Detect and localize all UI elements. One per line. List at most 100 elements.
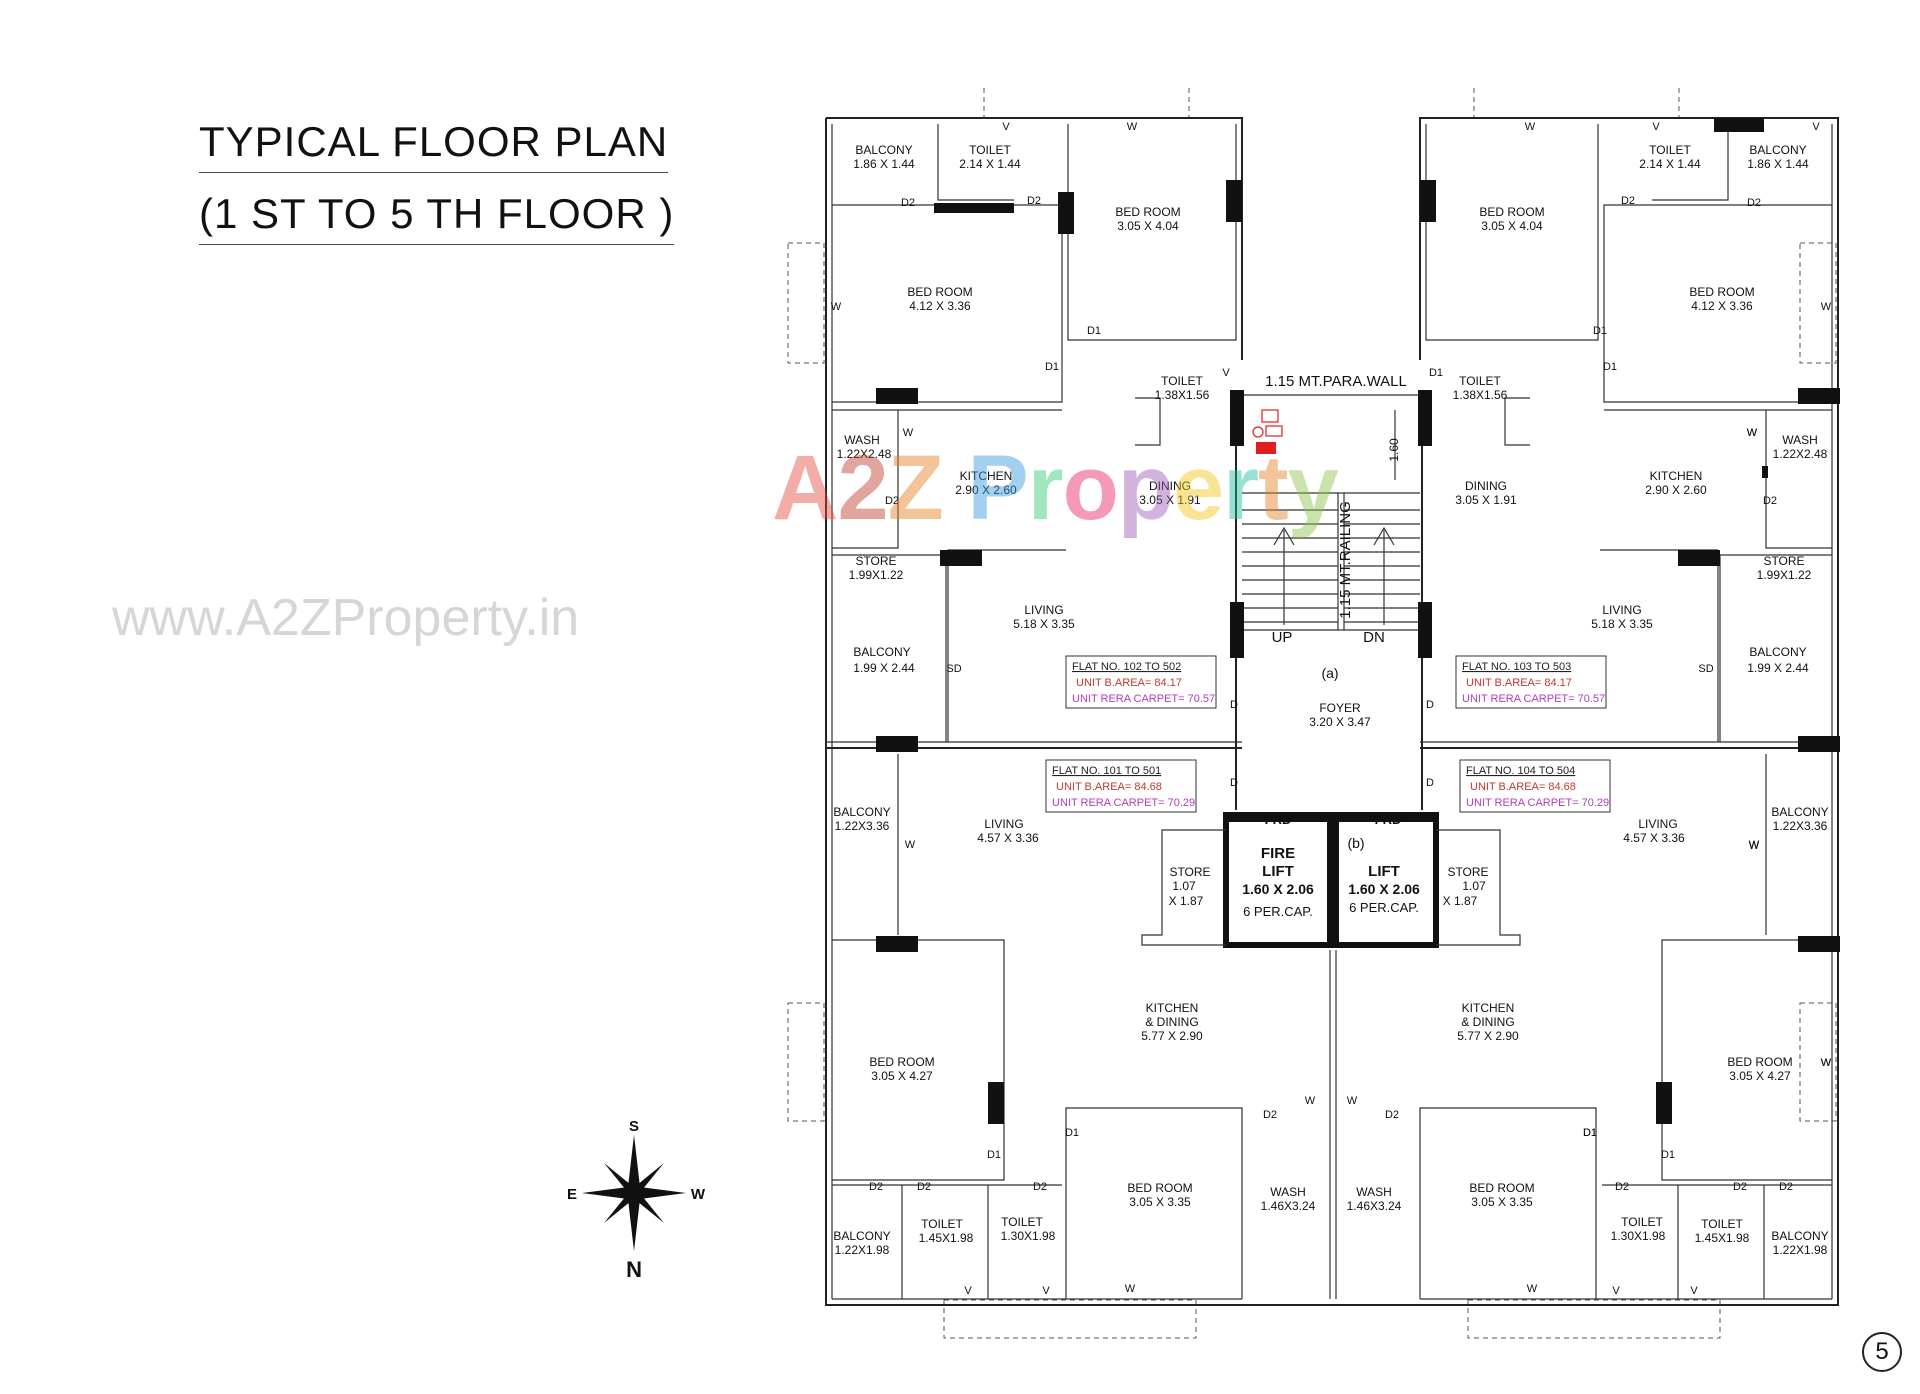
room-size: 1.99 X 2.44 <box>1747 661 1809 675</box>
marker-b-label: (b) <box>1347 835 1364 851</box>
door-label: W <box>1821 1057 1832 1069</box>
room-name: WASH <box>1356 1185 1392 1199</box>
foyer-size: 3.20 X 3.47 <box>1309 715 1371 729</box>
door-label: D2 <box>1027 195 1041 207</box>
room-name: TOILET <box>1649 143 1691 157</box>
door-label: W <box>1305 1095 1316 1107</box>
foyer-name: FOYER <box>1319 701 1361 715</box>
door-label: D2 <box>1263 1109 1277 1121</box>
room-name: BALCONY <box>855 143 912 157</box>
room-name: STORE <box>1169 865 1210 879</box>
stair-width-label: 1.60 <box>1387 438 1401 462</box>
door-label: W <box>1821 301 1832 313</box>
door-label: D1 <box>987 1149 1001 1161</box>
room-size: 3.05 X 4.27 <box>871 1069 933 1083</box>
room-name: WASH <box>844 433 880 447</box>
room-size: 3.05 X 4.04 <box>1117 219 1179 233</box>
lift-capacity: 6 PER.CAP. <box>1349 900 1419 915</box>
flat-info-boxes: FLAT NO. 102 TO 502 UNIT B.AREA= 84.17 U… <box>1045 655 1611 813</box>
room-name: KITCHEN <box>960 469 1013 483</box>
room-name: TOILET <box>1459 374 1501 388</box>
compass-right-label: W <box>691 1186 706 1203</box>
room-size: 1.99 X 2.44 <box>853 661 915 675</box>
room-size: 3.05 X 3.35 <box>1471 1195 1533 1209</box>
room-labels: BALCONY 1.86 X 1.44 TOILET 2.14 X 1.44 B… <box>833 143 1828 1257</box>
door-label: V <box>1612 1285 1620 1297</box>
room-size: 1.30X1.98 <box>1611 1229 1666 1243</box>
room-name: LIVING <box>1638 817 1677 831</box>
room-name: BALCONY <box>1749 645 1806 659</box>
room-name: WASH <box>1782 433 1818 447</box>
room-name: STORE <box>1447 865 1488 879</box>
lift-size: 1.60 X 2.06 <box>1348 881 1420 897</box>
door-label: V <box>1690 1285 1698 1297</box>
room-size: 1.86 X 1.44 <box>1747 157 1809 171</box>
door-label: D1 <box>1583 1127 1597 1139</box>
room-size: 1.45X1.98 <box>1695 1231 1750 1245</box>
door-label: W <box>1527 1283 1538 1295</box>
door-label: D2 <box>1033 1181 1047 1193</box>
door-label: W <box>1747 427 1758 439</box>
room-name: DINING <box>1465 479 1507 493</box>
compass-rose: S N E W <box>567 1118 706 1282</box>
door-label: D1 <box>1065 1127 1079 1139</box>
room-size: 1.30X1.98 <box>1001 1229 1056 1243</box>
room-name: LIVING <box>984 817 1023 831</box>
room-name: TOILET <box>1701 1217 1743 1231</box>
door-label: W <box>1125 1283 1136 1295</box>
door-label: D1 <box>1087 325 1101 337</box>
flat-built-area: UNIT B.AREA= 84.17 <box>1076 677 1182 689</box>
room-name: TOILET <box>1161 374 1203 388</box>
room-name: BED ROOM <box>1127 1181 1192 1195</box>
door-label: V <box>1812 121 1820 133</box>
room-size: 5.77 X 2.90 <box>1457 1029 1519 1043</box>
website-watermark: www.A2ZProperty.in <box>112 589 580 647</box>
room-name: BALCONY <box>853 645 910 659</box>
lift-label-1: LIFT <box>1368 863 1400 880</box>
room-size: 5.18 X 3.35 <box>1591 617 1653 631</box>
dashed-projections <box>787 88 1837 1339</box>
door-label: D1 <box>1583 1127 1597 1139</box>
door-label: W <box>1749 839 1760 851</box>
page-number: 5 <box>1862 1332 1902 1372</box>
core-structure <box>1235 390 1423 810</box>
door-label: D <box>1426 699 1434 711</box>
room-size: 1.38X1.56 <box>1155 388 1210 402</box>
door-label: D2 <box>885 495 899 507</box>
room-size: 1.46X3.24 <box>1347 1199 1402 1213</box>
room-name: KITCHEN <box>1462 1001 1515 1015</box>
room-size: 2.90 X 2.60 <box>955 483 1017 497</box>
room-name: DINING <box>1149 479 1191 493</box>
railing-label: 1.15 MT.RAILING <box>1337 501 1354 619</box>
door-label: D <box>1230 699 1238 711</box>
para-wall-label: 1.15 MT.PARA.WALL <box>1265 373 1407 390</box>
door-label: V <box>1042 1285 1050 1297</box>
room-size-2: X 1.87 <box>1169 894 1204 908</box>
flat-number: FLAT NO. 102 TO 502 <box>1072 661 1181 673</box>
flat-rera-carpet: UNIT RERA CARPET= 70.57 <box>1462 693 1605 705</box>
door-label: W <box>831 301 842 313</box>
frd-label-right: FRD <box>1375 812 1402 827</box>
room-size: 1.07 <box>1172 879 1196 893</box>
lift-shafts <box>1141 812 1521 948</box>
room-size: 1.22X2.48 <box>1773 447 1828 461</box>
room-size: 5.18 X 3.35 <box>1013 617 1075 631</box>
room-name: BED ROOM <box>1689 285 1754 299</box>
room-size: 4.12 X 3.36 <box>1691 299 1753 313</box>
door-label: D2 <box>1779 1181 1793 1193</box>
flat-number: FLAT NO. 104 TO 504 <box>1466 765 1575 777</box>
room-size: 3.05 X 1.91 <box>1455 493 1517 507</box>
room-name-2: & DINING <box>1145 1015 1198 1029</box>
room-size: 1.22X3.36 <box>835 819 890 833</box>
room-size: 1.22X1.98 <box>1773 1243 1828 1257</box>
compass-top-label: S <box>629 1118 639 1135</box>
flat-rera-carpet: UNIT RERA CARPET= 70.29 <box>1052 797 1195 809</box>
room-size: 1.07 <box>1462 879 1486 893</box>
door-window-labels: V W D2 D2 D1 D1 V W D2 SD W W D1 D1 D2 D… <box>831 121 1832 1297</box>
stair-up-label: UP <box>1272 629 1293 646</box>
flat-rera-carpet: UNIT RERA CARPET= 70.29 <box>1466 797 1609 809</box>
left-upper-partitions <box>832 124 1237 742</box>
door-label: D1 <box>1045 361 1059 373</box>
room-name: BED ROOM <box>1115 205 1180 219</box>
